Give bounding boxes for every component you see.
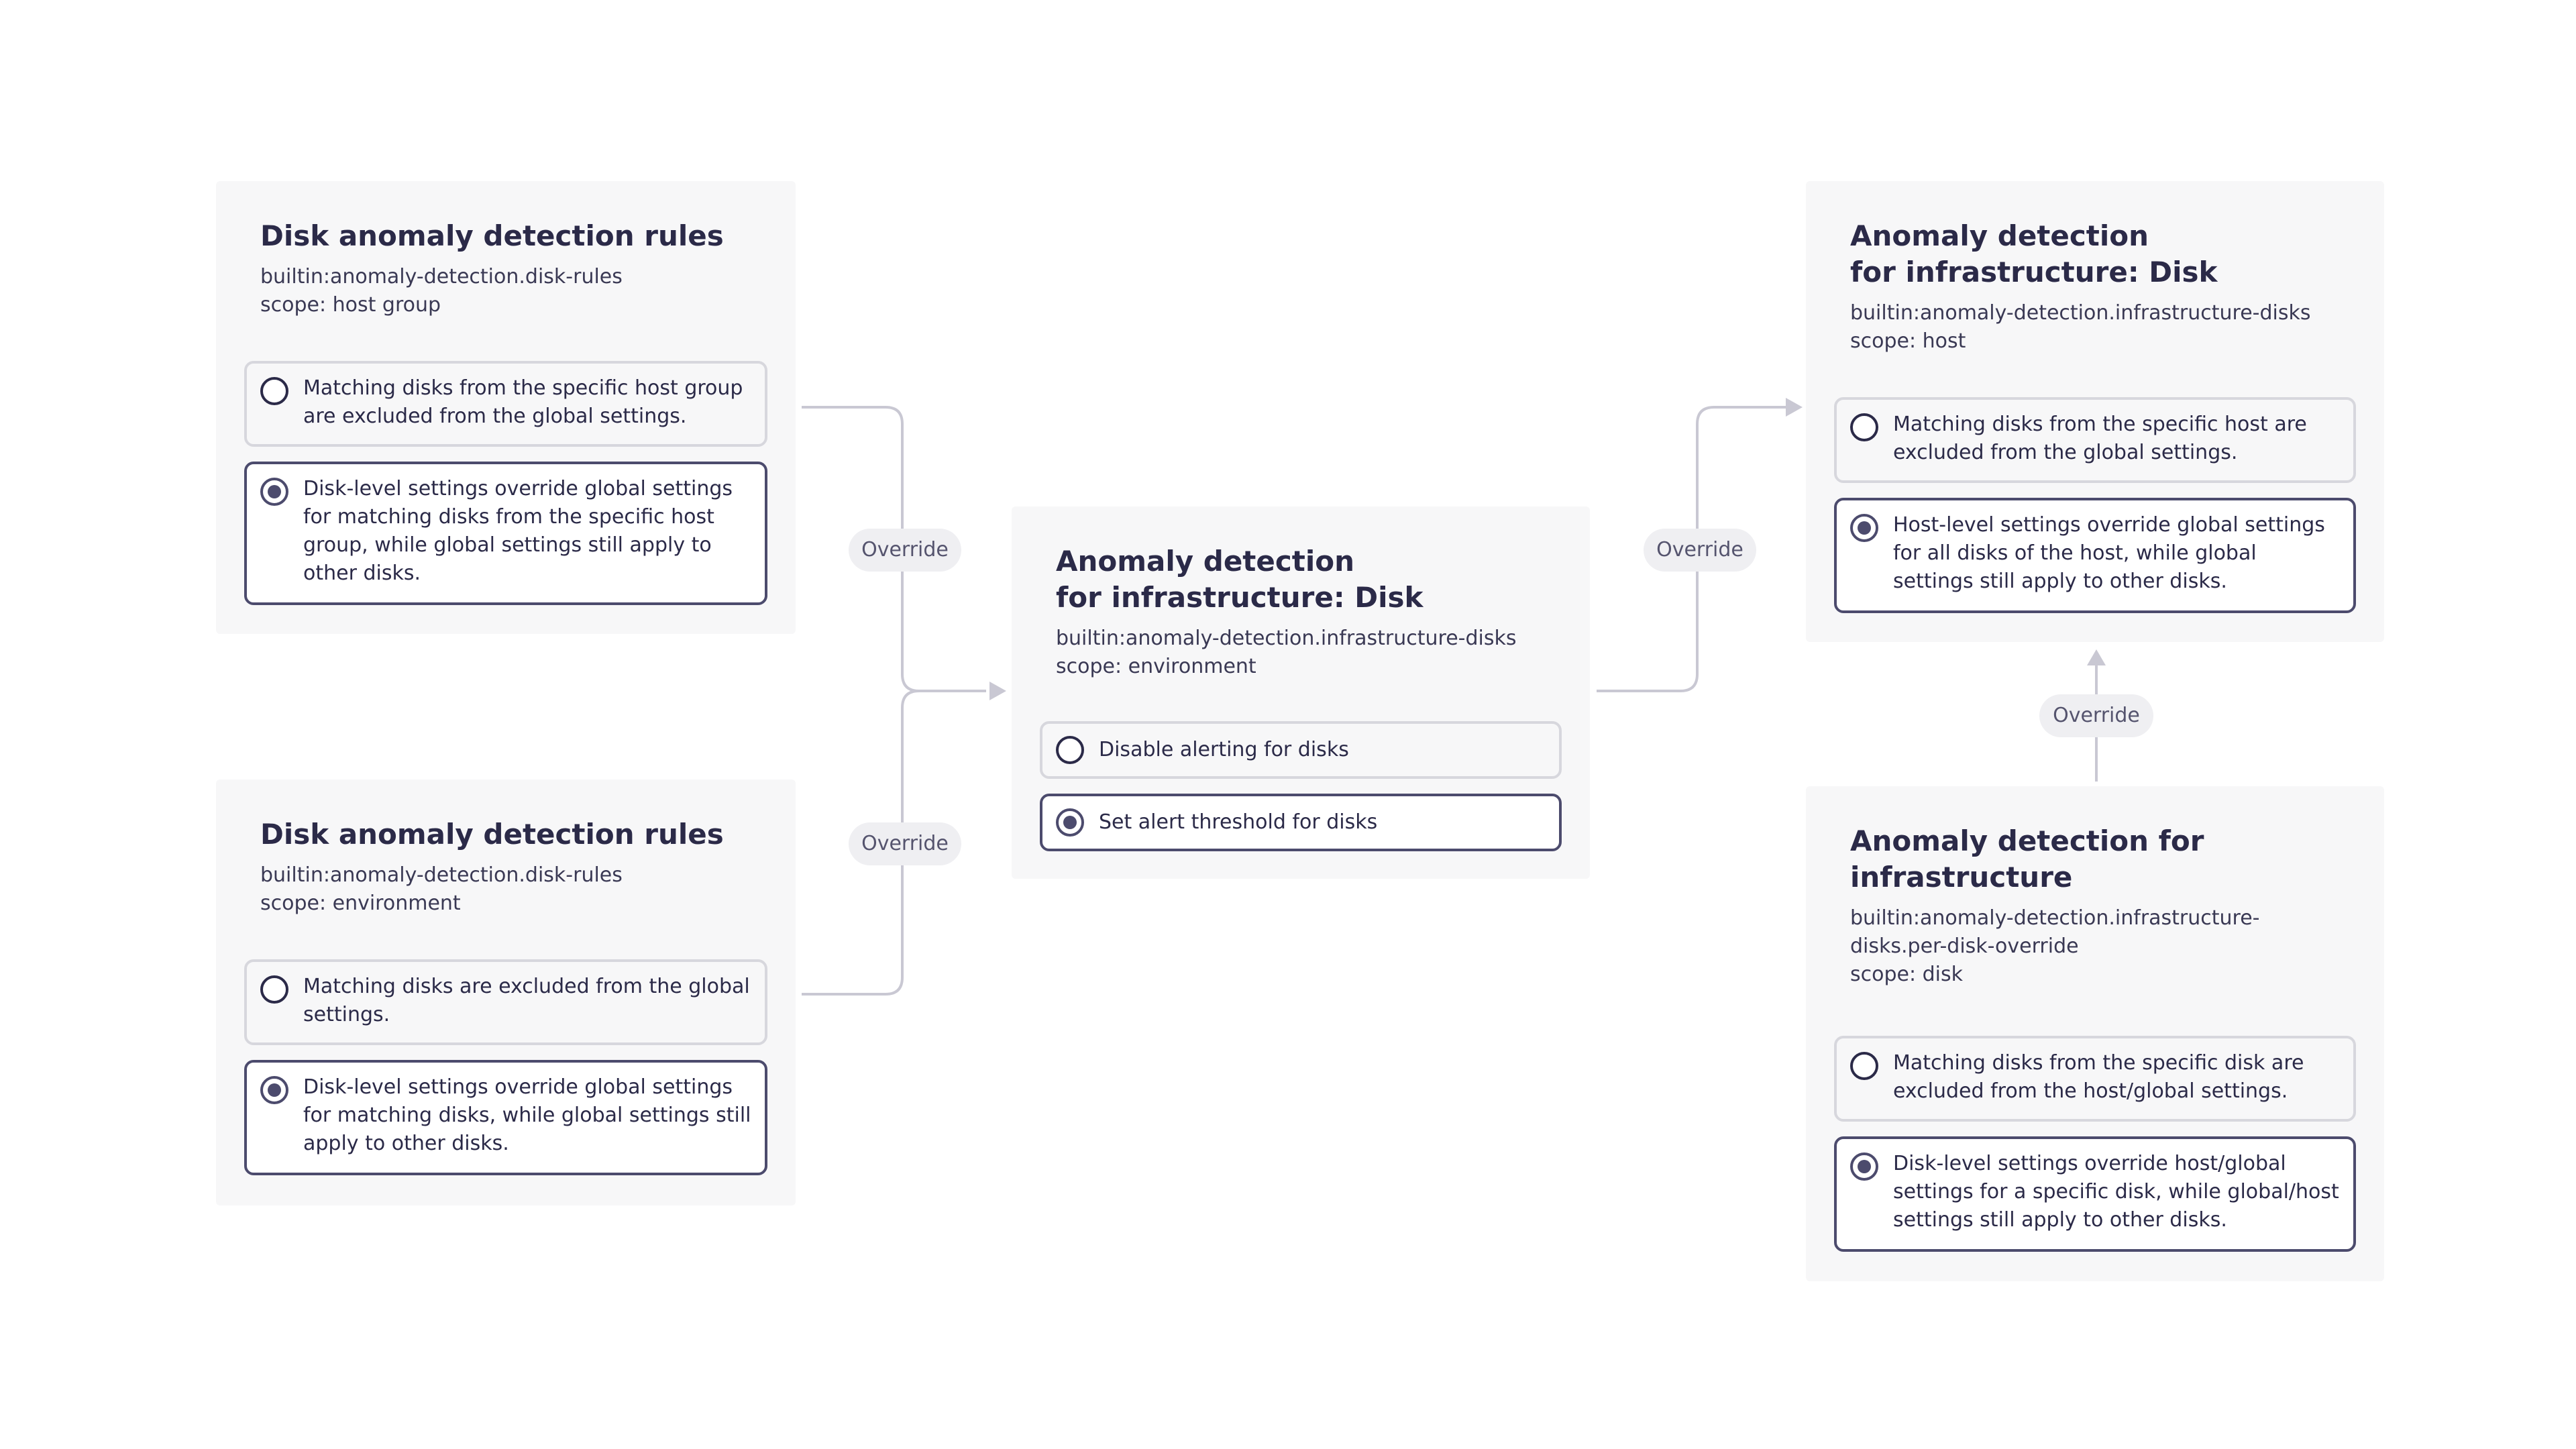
disk-override-option[interactable]: Disk-level settings override host/global… [1834,1136,2356,1252]
schema-id: builtin:anomaly-detection.infrastructure… [1850,906,2260,930]
arrowhead-host [1786,398,1803,417]
card-title-line2: for infrastructure: Disk [1850,256,2218,288]
radio-selected-icon[interactable] [1056,808,1084,837]
card-title: Disk anomaly detection rules [260,818,724,851]
radio-unselected-icon[interactable] [260,975,288,1004]
option-label: Disable alerting for disks [1099,738,1349,761]
exclude-disks-option[interactable]: Matching disks from the specific host gr… [244,361,767,447]
schema-id: builtin:anomaly-detection.disk-rules [260,265,623,288]
infrastructure-disk-host-card: Anomaly detection for infrastructure: Di… [1806,181,2384,642]
option-label: Matching disks are excluded from the glo… [303,975,750,1026]
option-label: Matching disks from the specific host gr… [303,376,743,428]
card-title: Anomaly detection [1850,219,2149,252]
card-title-line2: infrastructure [1850,861,2073,894]
arrowhead-environment [989,682,1006,700]
radio-unselected-icon[interactable] [1056,736,1084,764]
override-label: Override [849,529,961,572]
scope-label: scope: environment [260,892,461,915]
option-label: Disk-level settings override global sett… [303,1075,751,1155]
alert-threshold-option[interactable]: Set alert threshold for disks [1040,794,1562,851]
exclude-disk-option[interactable]: Matching disks from the specific disk ar… [1834,1036,2356,1122]
schema-id: builtin:anomaly-detection.infrastructure… [1056,627,1517,650]
disk-rules-environment-card: Disk anomaly detection rules builtin:ano… [216,780,796,1205]
infrastructure-per-disk-card: Anomaly detection for infrastructure bui… [1806,786,2384,1281]
radio-selected-icon[interactable] [1850,514,1878,542]
infrastructure-disk-environment-card: Anomaly detection for infrastructure: Di… [1012,506,1590,879]
radio-unselected-icon[interactable] [260,377,288,405]
override-label: Override [849,822,961,865]
schema-id: builtin:anomaly-detection.disk-rules [260,863,623,887]
card-title: Disk anomaly detection rules [260,219,724,252]
override-disks-option[interactable]: Disk-level settings override global sett… [244,462,767,605]
radio-selected-icon[interactable] [260,478,288,506]
card-title-line2: for infrastructure: Disk [1056,581,1424,614]
radio-unselected-icon[interactable] [1850,413,1878,441]
option-label: Disk-level settings override host/global… [1893,1152,2339,1232]
card-title: Anomaly detection [1056,545,1354,578]
disk-rules-host-group-card: Disk anomaly detection rules builtin:ano… [216,181,796,634]
scope-label: scope: host [1850,329,1966,353]
exclude-host-disks-option[interactable]: Matching disks from the specific host ar… [1834,397,2356,483]
override-disks-option[interactable]: Disk-level settings override global sett… [244,1060,767,1175]
card-title: Anomaly detection for [1850,824,2204,857]
scope-label: scope: disk [1850,963,1964,986]
override-label: Override [2039,694,2153,737]
option-label: Matching disks from the specific host ar… [1893,413,2307,464]
option-label: Disk-level settings override global sett… [303,477,733,585]
disable-alerting-option[interactable]: Disable alerting for disks [1040,721,1562,779]
host-override-option[interactable]: Host-level settings override global sett… [1834,498,2356,613]
radio-unselected-icon[interactable] [1850,1052,1878,1080]
option-label: Matching disks from the specific disk ar… [1893,1051,2304,1103]
override-label: Override [1644,529,1756,572]
option-label: Host-level settings override global sett… [1893,513,2325,593]
option-label: Set alert threshold for disks [1099,810,1378,834]
scope-label: scope: host group [260,293,441,317]
scope-label: scope: environment [1056,655,1256,678]
arrowhead-host-bottom [2087,649,2106,665]
schema-id-line2: disks.per-disk-override [1850,934,2079,958]
exclude-disks-option[interactable]: Matching disks are excluded from the glo… [244,959,767,1045]
radio-selected-icon[interactable] [260,1076,288,1104]
schema-id: builtin:anomaly-detection.infrastructure… [1850,301,2311,325]
radio-selected-icon[interactable] [1850,1152,1878,1181]
